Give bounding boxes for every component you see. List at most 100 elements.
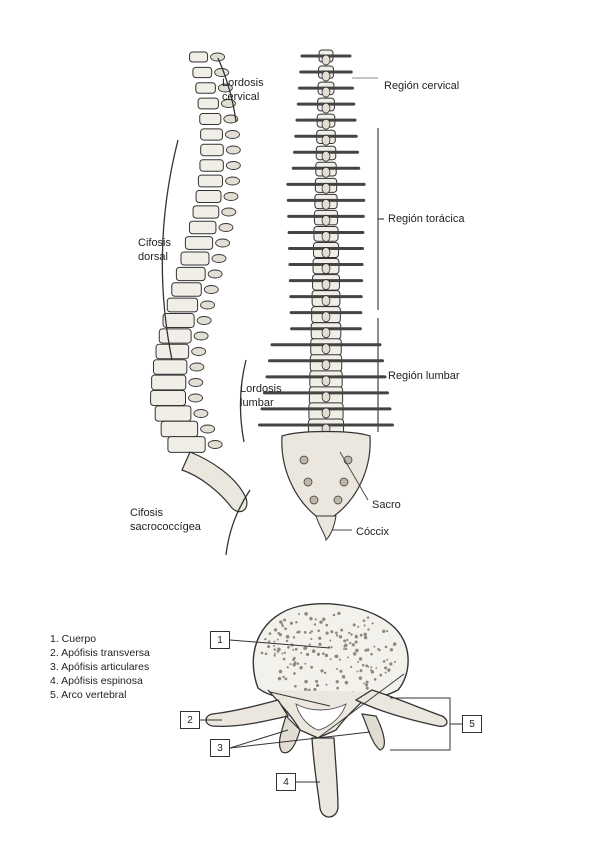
body-texture-dot: [293, 672, 296, 675]
body-texture-dot: [338, 658, 341, 661]
lateral-spinous-process: [189, 362, 205, 372]
body-texture-dot: [283, 618, 287, 622]
left-articular-process: [278, 714, 301, 754]
body-texture-dot: [389, 648, 394, 652]
lateral-spinous-process: [215, 238, 231, 248]
body-texture-dot: [276, 638, 279, 641]
body-texture-dot: [319, 620, 323, 624]
vertebral-foramen: [295, 703, 347, 731]
body-texture-dot: [346, 638, 349, 642]
lateral-spinous-process: [211, 254, 227, 263]
body-texture-dot: [354, 635, 358, 639]
body-texture-dot: [273, 628, 278, 632]
label-coccix: Cóccix: [356, 526, 390, 538]
body-texture-dot: [361, 663, 365, 667]
body-texture-dot: [329, 639, 332, 642]
body-texture-dot: [294, 647, 298, 651]
body-texture-dot: [287, 645, 290, 649]
body-texture-dot: [389, 662, 393, 666]
vertebral-body-texture: [260, 611, 397, 697]
posterior-spinous-process: [321, 263, 331, 274]
label-lordosis-lumbar: Lordosis lumbar: [240, 383, 282, 409]
callout-3-line-a: [229, 729, 289, 749]
body-texture-dot: [384, 671, 387, 674]
legend-item: 3. Apófisis articulares: [50, 661, 150, 673]
body-texture-dot: [317, 652, 320, 656]
body-texture-dot: [335, 680, 339, 684]
body-texture-dot: [338, 635, 343, 639]
body-texture-dot: [325, 623, 329, 627]
posterior-spinous-process: [321, 391, 331, 403]
cifosis-sacro-arc: [225, 489, 251, 556]
lateral-vertebra: [171, 282, 202, 297]
vertebral-body: [252, 603, 409, 702]
label-cifosis-sacrococcigea: Cifosis sacrococcígea: [130, 507, 201, 533]
body-texture-dot: [264, 637, 267, 641]
lateral-vertebra: [180, 251, 210, 266]
posterior-spinous-process: [321, 86, 331, 98]
body-texture-dot: [278, 669, 283, 674]
lateral-spinous-process: [225, 145, 241, 155]
body-texture-dot: [274, 652, 276, 655]
body-texture-dot: [334, 654, 339, 659]
body-texture-dot: [320, 669, 324, 673]
body-texture-dot: [289, 663, 292, 666]
body-texture-dot: [335, 631, 338, 635]
callout-box-1: 1: [210, 631, 230, 649]
body-texture-dot: [318, 636, 322, 640]
body-texture-dot: [329, 658, 332, 661]
body-texture-dot: [322, 652, 325, 655]
body-texture-dot: [310, 630, 313, 633]
lateral-vertebra: [195, 189, 222, 204]
body-texture-dot: [292, 636, 296, 639]
body-texture-dot: [363, 682, 365, 685]
posterior-spinous-process: [321, 215, 331, 226]
lateral-spinous-process: [218, 223, 234, 232]
body-texture-dot: [325, 631, 329, 635]
lateral-spinous-process: [196, 316, 212, 325]
label-sacro: Sacro: [372, 499, 401, 511]
lateral-spinous-process: [203, 285, 219, 294]
callout-5-line-b: [269, 691, 331, 707]
body-texture-dot: [373, 645, 376, 648]
body-texture-dot: [382, 629, 386, 633]
body-texture-dot: [377, 648, 380, 650]
lateral-spinous-process: [207, 440, 223, 449]
body-texture-dot: [273, 640, 276, 643]
body-texture-dot: [364, 648, 368, 652]
callout-box-2: 2: [180, 711, 200, 729]
posterior-spinous-process: [321, 166, 331, 178]
body-texture-dot: [365, 664, 369, 668]
lateral-spinous-process: [191, 347, 207, 356]
body-texture-dot: [332, 613, 336, 617]
body-texture-dot: [303, 687, 308, 692]
lateral-spinous-process: [210, 52, 226, 62]
body-texture-dot: [359, 633, 363, 637]
sacral-foramen: [309, 495, 319, 505]
sacral-foramen: [333, 495, 343, 505]
posterior-spinous-process: [321, 182, 331, 194]
sacral-foramen: [299, 455, 309, 465]
body-texture-dot: [356, 670, 359, 673]
body-texture-dot: [284, 627, 287, 631]
body-texture-dot: [306, 653, 309, 656]
label-cifosis-dorsal: Cifosis dorsal: [138, 237, 172, 263]
body-texture-dot: [303, 646, 308, 650]
body-texture-dot: [296, 662, 300, 665]
label-region-cervical: Región cervical: [384, 80, 460, 92]
body-texture-dot: [393, 661, 396, 664]
body-texture-dot: [309, 616, 313, 621]
lateral-sacrum: [181, 451, 248, 513]
body-texture-dot: [367, 628, 370, 631]
callout-5-bracket: [390, 697, 462, 751]
body-texture-dot: [335, 634, 339, 637]
posterior-spinous-process: [321, 311, 331, 323]
body-texture-dot: [352, 623, 356, 627]
body-texture-dot: [322, 617, 326, 621]
body-texture-dot: [335, 667, 338, 670]
body-texture-dot: [286, 666, 289, 669]
callout-1-line: [229, 639, 331, 649]
lateral-vertebra: [200, 143, 224, 157]
posterior-spinous-process: [321, 54, 331, 66]
left-transverse-process: [205, 699, 290, 728]
